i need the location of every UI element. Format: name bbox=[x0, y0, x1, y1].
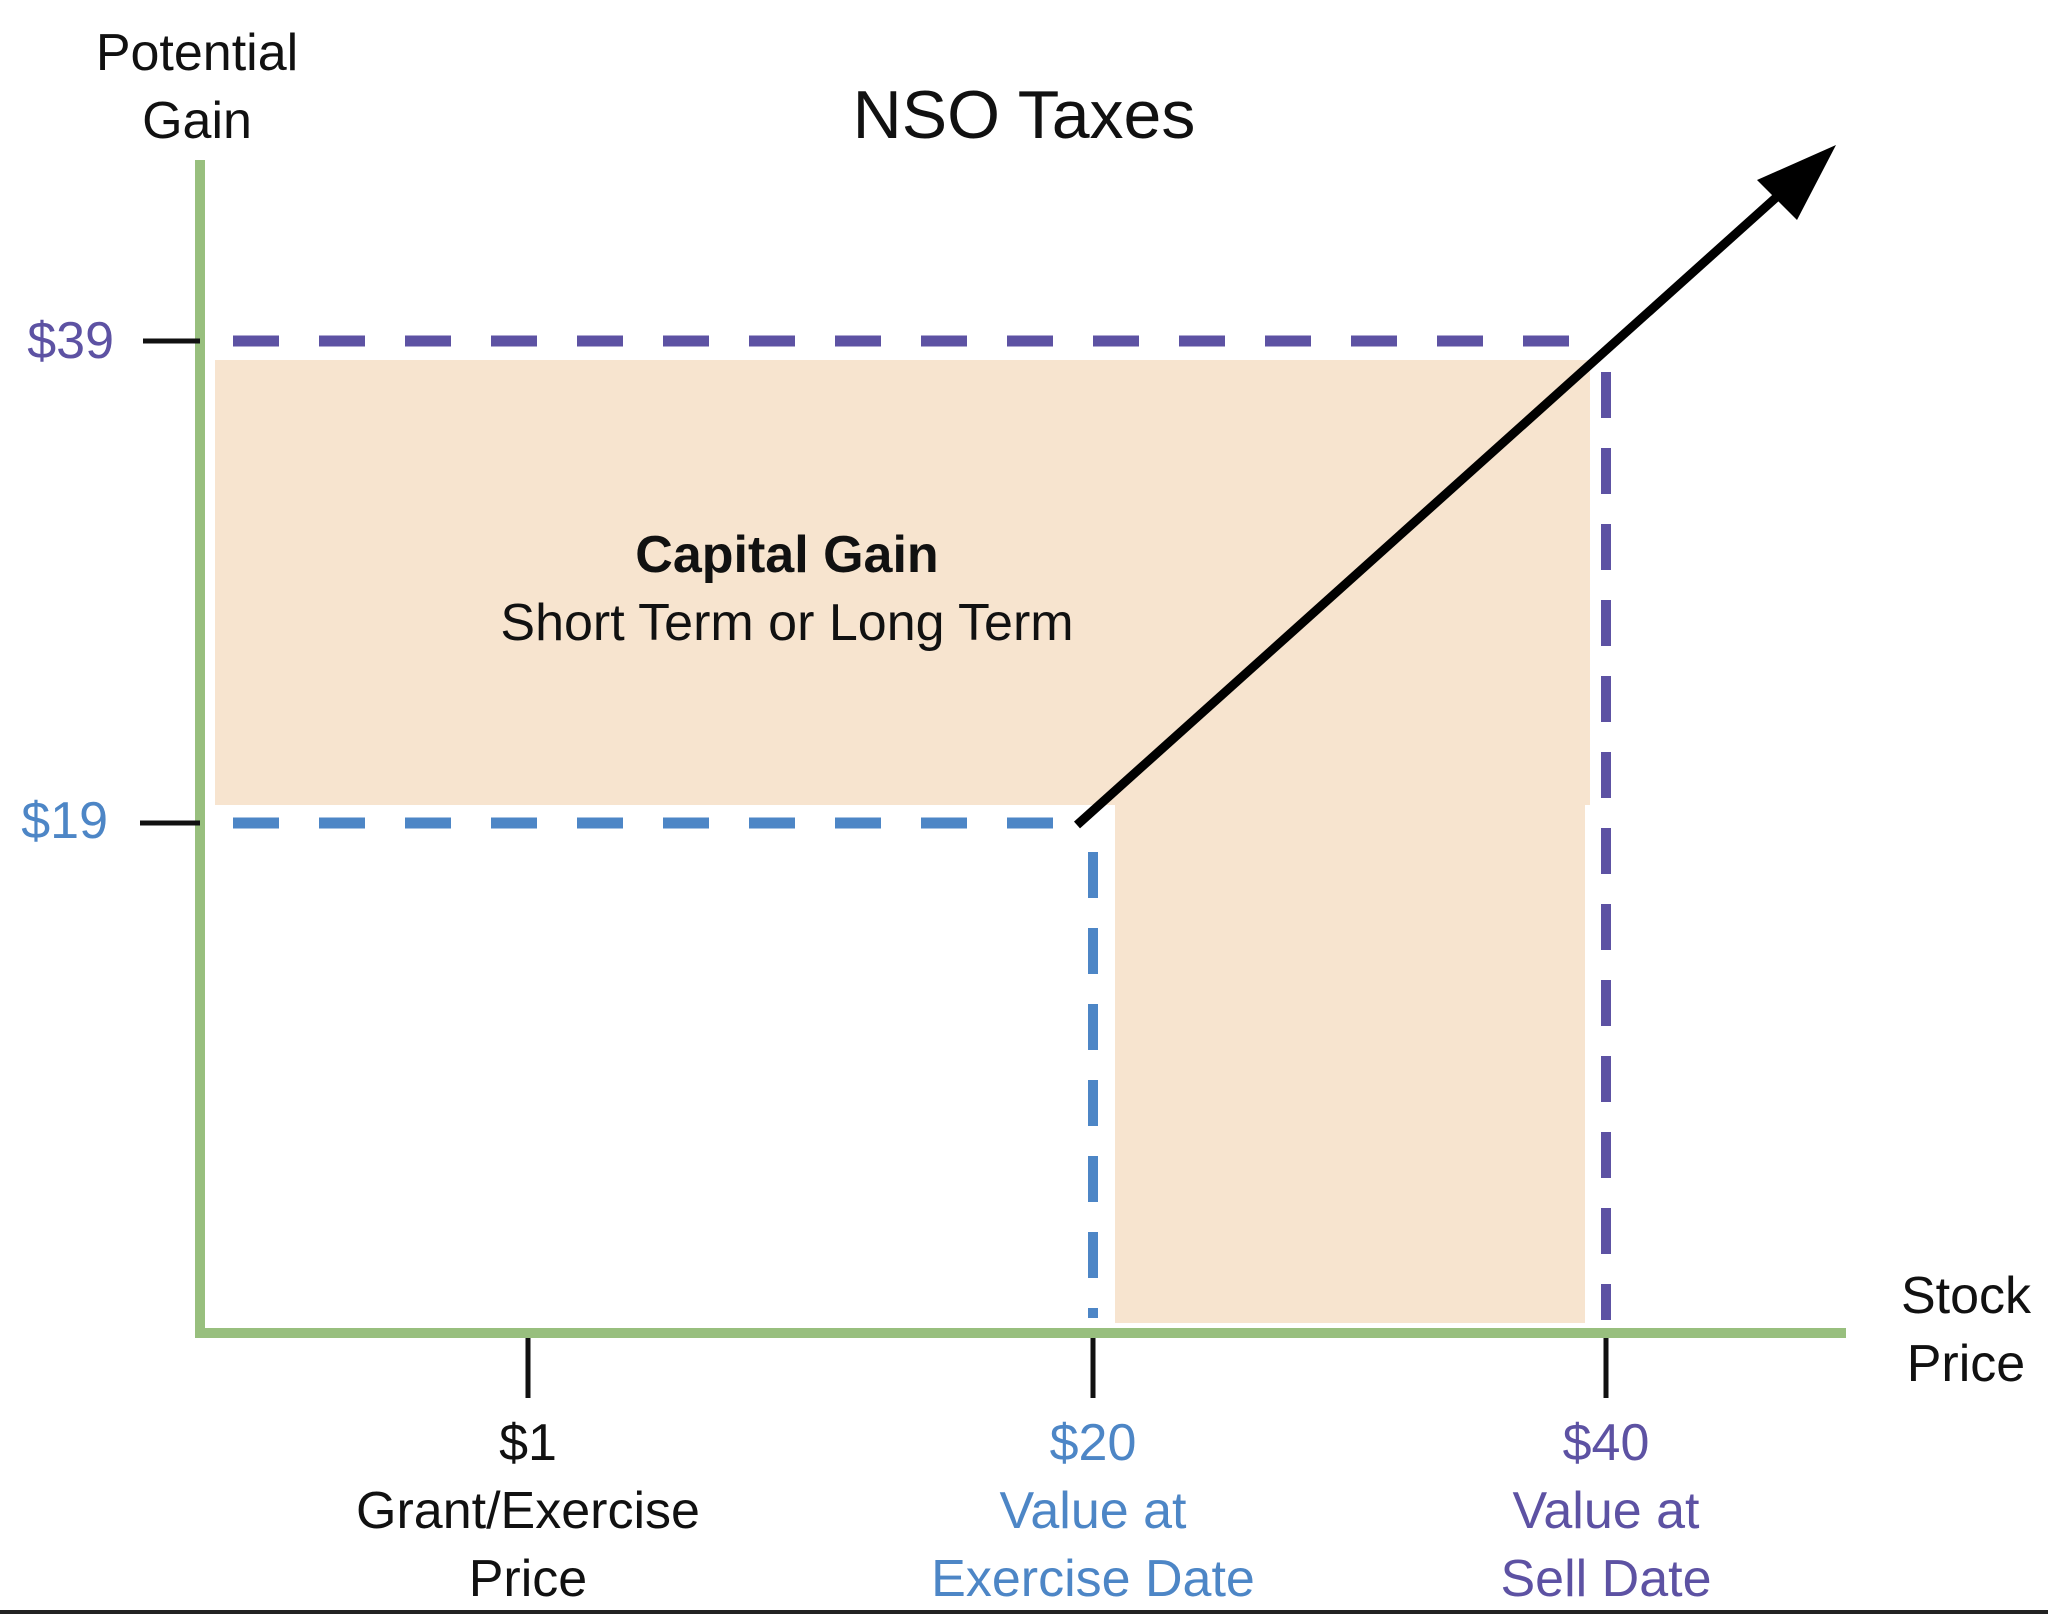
capital-gain-region bbox=[215, 360, 1590, 1323]
x-axis-label-line2: Price bbox=[1907, 1335, 2025, 1393]
stock-price-arrowhead bbox=[1757, 145, 1836, 220]
x-axis-label-line1: Stock bbox=[1901, 1267, 2032, 1325]
x-tick-desc-1-line2: Price bbox=[469, 1550, 587, 1608]
x-tick-label-40: $40 bbox=[1563, 1414, 1650, 1472]
bottom-border bbox=[0, 1610, 2048, 1614]
y-tick-label-19: $19 bbox=[21, 792, 108, 850]
y-tick-label-39: $39 bbox=[27, 312, 114, 370]
x-tick-label-1: $1 bbox=[499, 1414, 557, 1472]
capital-gain-heading: Capital Gain bbox=[635, 526, 938, 584]
x-tick-desc-20-line2: Exercise Date bbox=[931, 1550, 1255, 1608]
x-tick-desc-40-line2: Sell Date bbox=[1501, 1550, 1712, 1608]
x-tick-label-20: $20 bbox=[1050, 1414, 1137, 1472]
y-axis-label-line1: Potential bbox=[96, 24, 298, 82]
y-axis-label-line2: Gain bbox=[142, 92, 252, 150]
stock-price-arrow-line bbox=[1073, 181, 1794, 829]
chart-title: NSO Taxes bbox=[853, 77, 1196, 153]
capital-gain-subheading: Short Term or Long Term bbox=[500, 594, 1073, 652]
x-tick-desc-1-line1: Grant/Exercise bbox=[356, 1482, 700, 1540]
x-tick-desc-20-line1: Value at bbox=[1000, 1482, 1188, 1540]
x-tick-desc-40-line1: Value at bbox=[1513, 1482, 1701, 1540]
